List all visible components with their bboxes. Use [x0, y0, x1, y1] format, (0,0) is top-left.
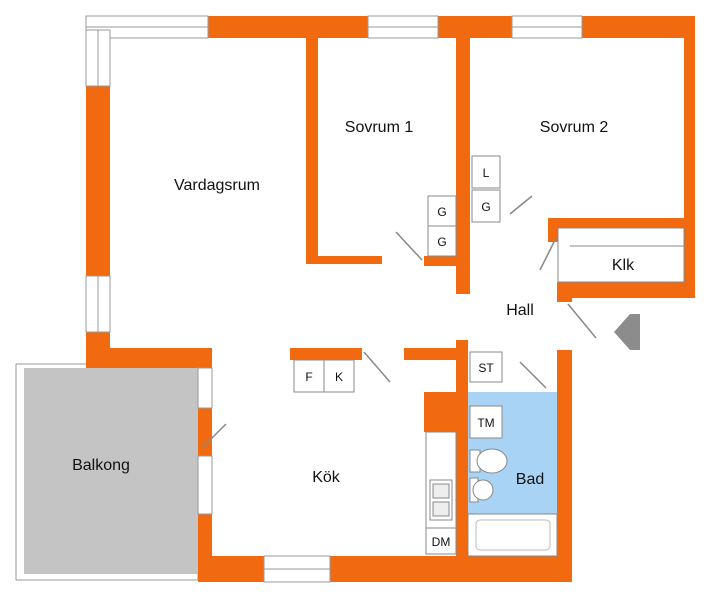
fixture-label-k: K — [335, 370, 343, 384]
cabinet-st — [469, 351, 503, 383]
fixture-boxes — [293, 155, 503, 555]
room-label-sovrum2: Sovrum 2 — [540, 119, 609, 136]
entrance-arrow-icon — [614, 314, 640, 350]
fixture-label-dm: DM — [432, 535, 451, 549]
fixture-label-f: F — [305, 370, 312, 384]
wardrobe-g3 — [471, 189, 501, 223]
room-label-balkong: Balkong — [72, 457, 130, 474]
dryer-tm — [469, 405, 503, 439]
balcony-floor — [24, 368, 198, 574]
fixture-label-tm: TM — [477, 416, 494, 430]
fridge-f — [293, 359, 325, 393]
wardrobe-g2 — [427, 225, 457, 257]
window-balcony-door — [197, 367, 213, 409]
freezer-k — [323, 359, 355, 393]
doors — [201, 195, 597, 449]
fixture-label-g1: G — [437, 205, 446, 219]
room-label-vardagsrum: Vardagsrum — [174, 177, 260, 194]
closet-klk — [557, 227, 685, 283]
sink-icon — [469, 477, 494, 503]
room-label-hall: Hall — [506, 302, 534, 319]
dishwasher-dm — [425, 527, 457, 555]
windows — [85, 15, 583, 583]
fixture-label-st: ST — [478, 361, 494, 375]
wardrobe-l — [471, 155, 501, 189]
toilet-icon — [469, 448, 508, 474]
room-label-klk: Klk — [612, 257, 635, 274]
room-label-sovrum1: Sovrum 1 — [345, 119, 414, 136]
room-label-bad: Bad — [516, 471, 544, 488]
fixture-label-g3: G — [481, 200, 490, 214]
wardrobe-g1 — [427, 195, 457, 227]
fixture-label-l: L — [483, 166, 490, 180]
window-balcony-door-lower — [197, 455, 213, 515]
room-label-kok: Kök — [312, 469, 341, 486]
fixture-label-g2: G — [437, 235, 446, 249]
